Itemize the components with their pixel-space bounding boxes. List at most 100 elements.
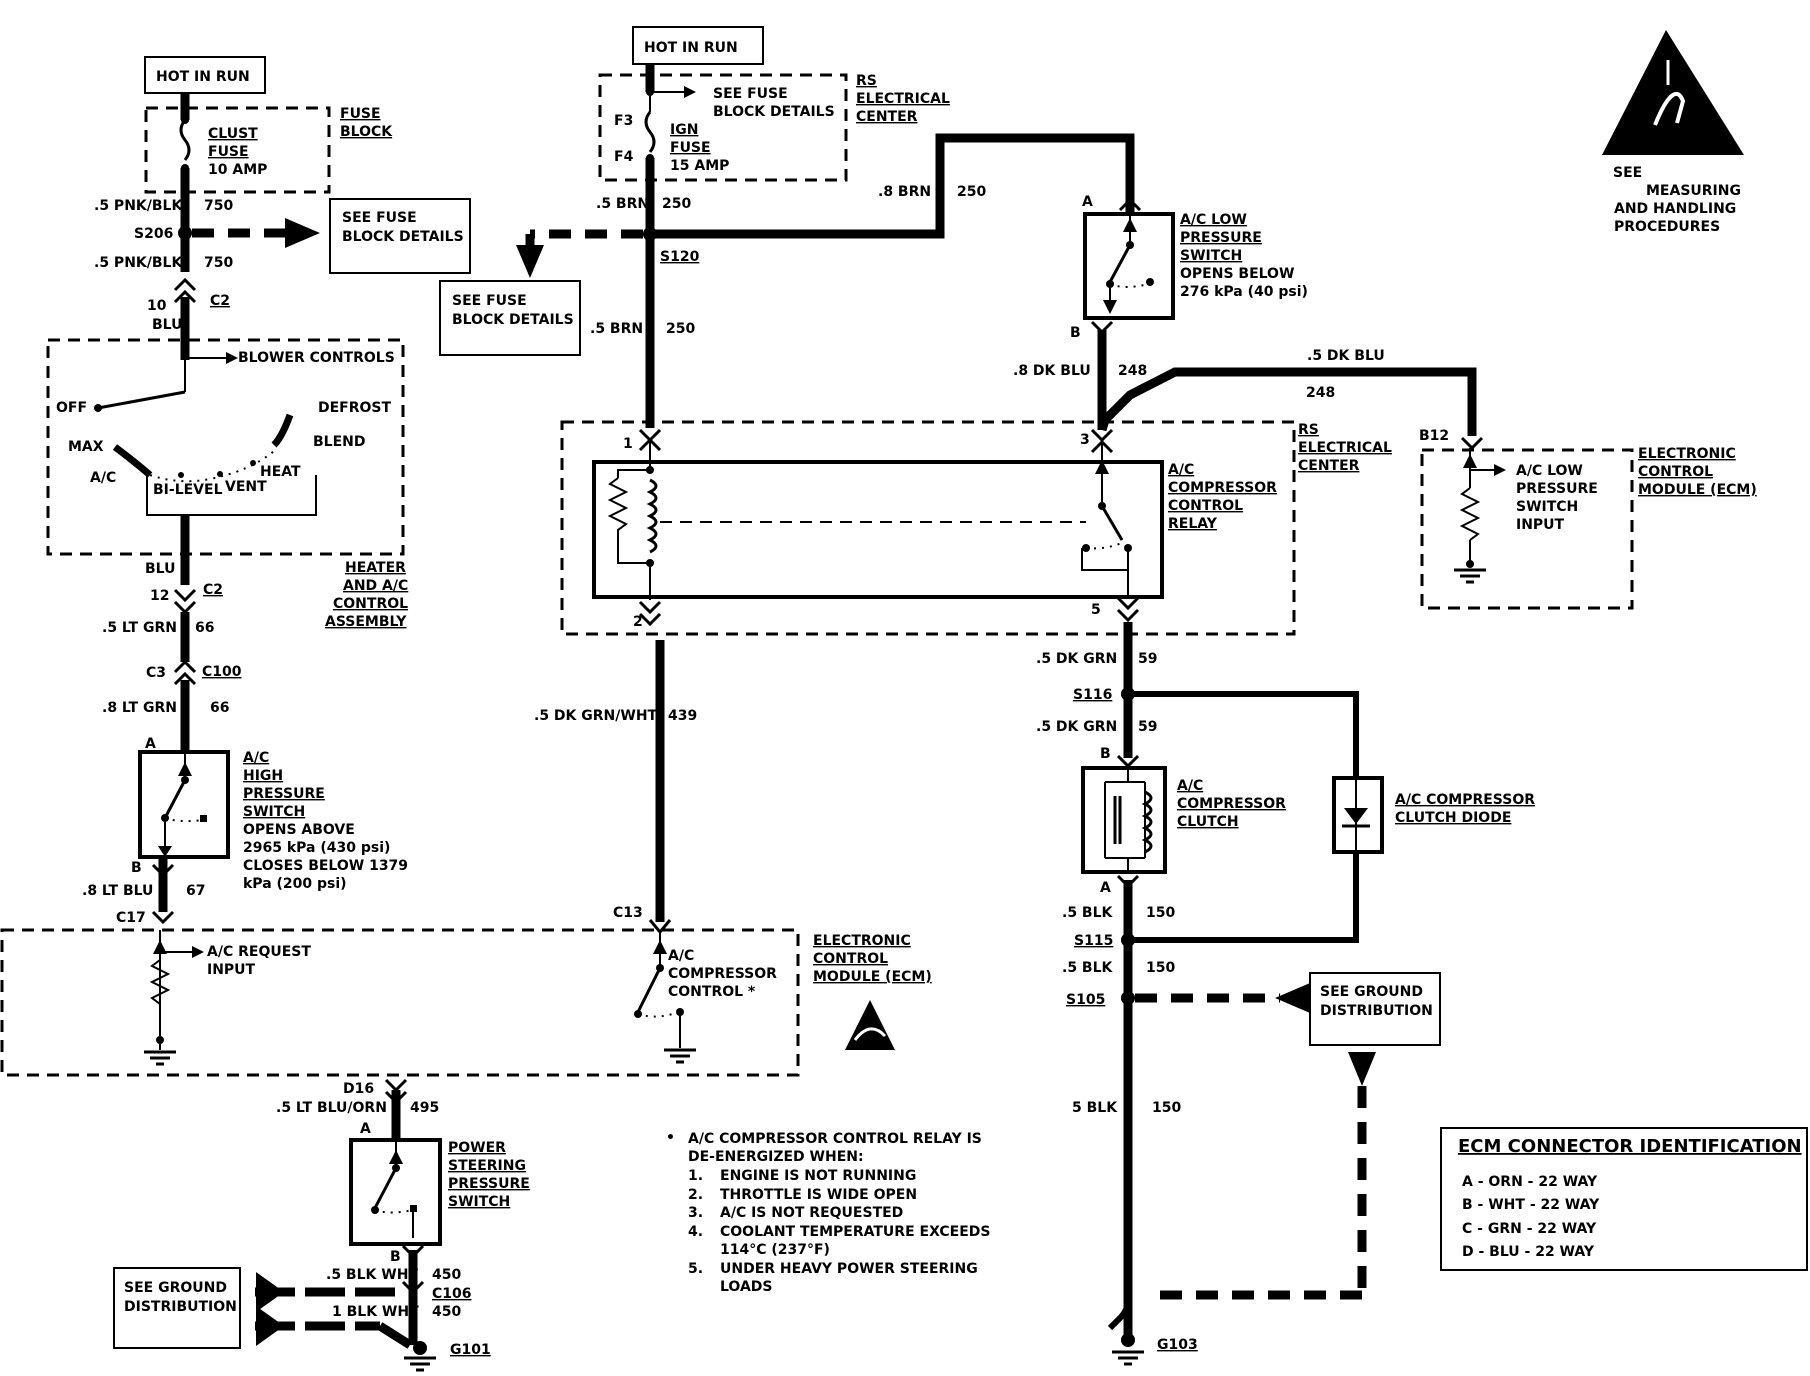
wire-lt-blu: .8 LT BLU: [82, 883, 153, 899]
ecm-a-label-1: ELECTRONIC: [813, 933, 911, 949]
pin-12: 12: [150, 588, 169, 604]
wire-pnk-blk-a: .5 PNK/BLK: [94, 198, 183, 214]
pin-10: 10: [147, 298, 167, 314]
note-num-2: 2.: [688, 1187, 703, 1203]
clutch-pin-b: B: [1100, 746, 1111, 762]
lp-input-2: PRESSURE: [1516, 481, 1598, 497]
lp-label-5: 276 kPa (40 psi): [1180, 284, 1308, 300]
note-num-3: 3.: [688, 1205, 703, 1221]
relay-label-2: COMPRESSOR: [1168, 480, 1277, 496]
ecm-a-label-3: MODULE (ECM): [813, 969, 932, 985]
note-text-4b: 114°C (237°F): [720, 1242, 830, 1258]
circuit-250-b: 250: [666, 321, 695, 337]
esd-symbol: SEE MEASURING AND HANDLING PROCEDURES: [1602, 30, 1744, 235]
mode-heat: HEAT: [260, 464, 301, 480]
blower-controls: BLOWER CONTROLS: [238, 350, 395, 366]
note-text-4a: COOLANT TEMPERATURE EXCEEDS: [720, 1224, 990, 1240]
ps-pin-b: B: [390, 1249, 401, 1265]
wire-lt-blu-orn: .5 LT BLU/ORN: [276, 1100, 387, 1116]
note-text-5a: UNDER HEAVY POWER STEERING: [720, 1261, 978, 1277]
connector-c17: C17: [116, 910, 146, 926]
clust-fuse-label-2: FUSE: [208, 144, 249, 160]
rs-top-1: RS: [856, 73, 877, 89]
circuit-450-b: 450: [432, 1304, 461, 1320]
ac-request-1: A/C REQUEST: [207, 944, 311, 960]
see-fuse-left-2: BLOCK DETAILS: [342, 229, 464, 245]
lp-label-1: A/C LOW: [1180, 212, 1247, 228]
ac-request-2: INPUT: [207, 962, 256, 978]
ign-label-3: 15 AMP: [670, 158, 729, 174]
fuse-f3: F3: [614, 113, 633, 129]
esd-warning-icon: [845, 1000, 895, 1050]
power-steering-section: D16 .5 LT BLU/ORN 495 A POWER STEERING P…: [113, 1078, 530, 1372]
wire-dk-blu-b: .5 DK BLU: [1307, 348, 1385, 364]
diode-label-2: CLUTCH DIODE: [1395, 810, 1511, 826]
see-ground-right-1: SEE GROUND: [1320, 984, 1423, 1000]
wire-lt-grn-b: .8 LT GRN: [102, 700, 177, 716]
connector-c106: C106: [432, 1286, 472, 1302]
fuse-f4: F4: [614, 149, 634, 165]
mode-defrost: DEFROST: [318, 400, 392, 416]
heater-ac-control-assembly: BLOWER CONTROLS OFF DEFROST MAX BLEND A/…: [46, 338, 408, 630]
circuit-66-a: 66: [195, 620, 214, 636]
mode-off: OFF: [56, 400, 87, 416]
ecm-a-label-2: CONTROL: [813, 951, 888, 967]
fuse-block-label-1: FUSE: [340, 106, 381, 122]
lp-label-2: PRESSURE: [1180, 230, 1262, 246]
ps-label-2: STEERING: [448, 1158, 526, 1174]
mode-vent: VENT: [225, 479, 267, 495]
hp-pin-a: A: [145, 736, 156, 752]
rs-electrical-center-relay: 1 2 3 5 A/C COMPRESSOR CONTROL RELAY: [560, 420, 1392, 636]
rs-mid-3: CENTER: [1298, 458, 1360, 474]
lp-input-4: INPUT: [1516, 517, 1565, 533]
wire-dk-grn-a: .5 DK GRN: [1036, 651, 1117, 667]
mode-blend: BLEND: [313, 434, 366, 450]
ecm-b-box: B12 A/C LOW PRESSURE SWITCH INPUT ELECTR…: [1419, 428, 1757, 610]
circuit-150-c: 150: [1152, 1100, 1181, 1116]
rs-mid-1: RS: [1298, 422, 1319, 438]
ac-comp-ctrl-2: COMPRESSOR: [668, 966, 777, 982]
ecm-b-label-2: CONTROL: [1638, 464, 1713, 480]
see-ground-left-1: SEE GROUND: [124, 1280, 227, 1296]
rs-top-2: ELECTRICAL: [856, 91, 950, 107]
ac-request-wire: .8 LT BLU 67 C17: [82, 857, 205, 926]
clutch-pin-a: A: [1100, 880, 1111, 896]
circuit-450-a: 450: [432, 1267, 461, 1283]
notes-intro-1: A/C COMPRESSOR CONTROL RELAY IS: [688, 1131, 982, 1147]
circuit-67: 67: [186, 883, 205, 899]
ecm-left-box: A/C REQUEST INPUT C13 A/C COMPRESSOR CON…: [0, 640, 932, 1077]
circuit-250-a: 250: [662, 196, 691, 212]
hp-label-5: OPENS ABOVE: [243, 822, 355, 838]
lp-input-1: A/C LOW: [1516, 463, 1583, 479]
see-fuse-mid-1: SEE FUSE: [713, 86, 788, 102]
esd-hand-icon: [1602, 30, 1744, 155]
splice-s116: S116: [1073, 687, 1112, 703]
heater-label-3: CONTROL: [333, 596, 408, 612]
wire-brn-b: .5 BRN: [590, 321, 643, 337]
ac-high-pressure-switch: A A/C HIGH PRESSURE SWITCH OPENS ABOVE 2…: [131, 736, 408, 892]
clust-fuse-label-1: CLUST: [208, 126, 258, 142]
circuit-66-b: 66: [210, 700, 229, 716]
wire-blk-wht-b: 1 BLK WHT: [332, 1304, 419, 1320]
ecm-table-row-c: C - GRN - 22 WAY: [1462, 1221, 1597, 1237]
circuit-150-a: 150: [1146, 905, 1175, 921]
circuit-495: 495: [410, 1100, 439, 1116]
hp-label-3: PRESSURE: [243, 786, 325, 802]
see-fuse-mid-2: BLOCK DETAILS: [713, 104, 835, 120]
mode-ac: A/C: [90, 470, 116, 486]
notes-intro-2: DE-ENERGIZED WHEN:: [688, 1149, 864, 1165]
ign-label-2: FUSE: [670, 140, 711, 156]
circuit-439: 439: [668, 708, 697, 724]
ps-label-3: PRESSURE: [448, 1176, 530, 1192]
circuit-750-b: 750: [204, 255, 233, 271]
ac-low-pressure-switch: A A/C LOW PRESSURE SWITCH OPENS BELOW 27…: [1013, 194, 1477, 436]
see-fuse-box-2: BLOCK DETAILS: [452, 312, 574, 328]
clust-fuse-block: CLUST FUSE 10 AMP FUSE BLOCK: [144, 93, 393, 194]
relay-pin-1: 1: [623, 436, 633, 452]
hot-in-run-mid: HOT IN RUN: [644, 40, 738, 56]
hp-label-6: 2965 kPa (430 psi): [243, 840, 390, 856]
note-text-1: ENGINE IS NOT RUNNING: [720, 1168, 916, 1184]
note-num-4: 4.: [688, 1224, 703, 1240]
ign-label-1: IGN: [670, 122, 698, 138]
